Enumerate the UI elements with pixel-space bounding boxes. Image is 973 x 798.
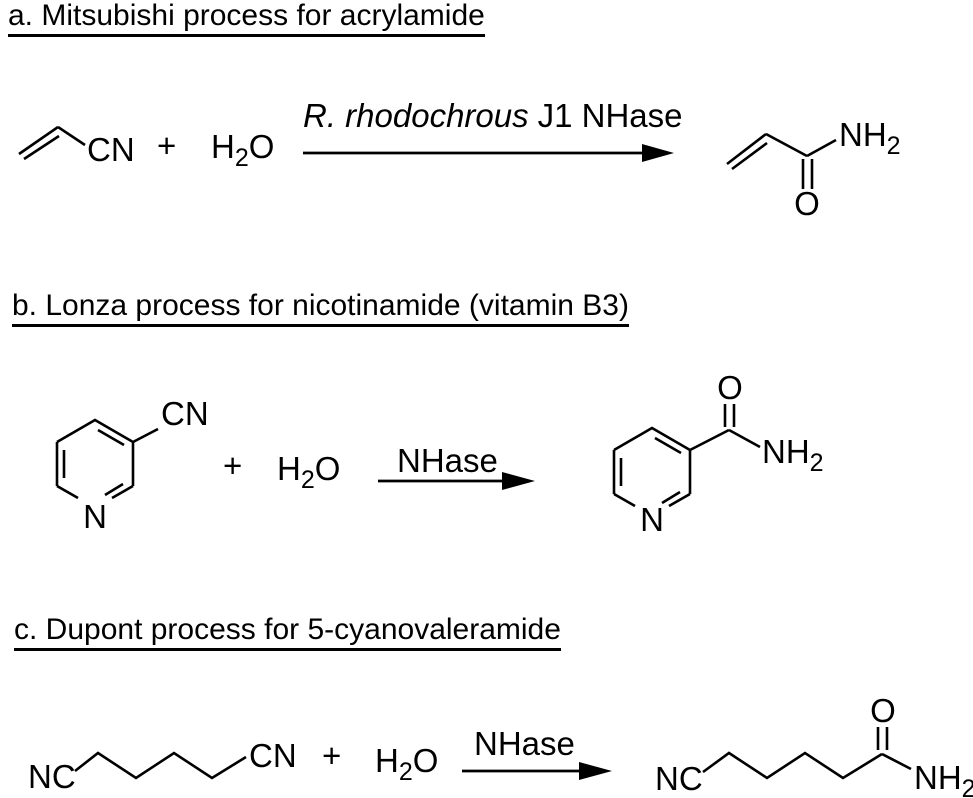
plus-sign: + [322,737,341,774]
bond-line [881,752,912,771]
bond-line [132,427,159,444]
chain-bond-path [74,751,247,780]
bond-line [668,492,691,508]
ring-nitrogen-label: N [640,501,664,538]
plus-sign: + [157,127,176,164]
water-formula: H2O [375,742,438,786]
arrow-head [502,472,535,490]
bond-line [765,132,808,158]
molecule-nicotinamide: N O NH2 [612,369,824,538]
chain-bond-path [702,751,883,780]
amide-label: NH2 [762,433,824,477]
molecule-acrylamide: O NH2 [726,116,901,222]
nitrile-label: NC [28,758,76,795]
double-bond-inner [97,428,125,447]
bond-line [23,134,60,161]
molecule-acrylonitrile: CN [18,125,135,168]
double-bond-inner [654,436,682,455]
double-bond-inner [661,490,681,505]
nitrile-label: CN [249,737,297,774]
molecule-cyanovaleramide: NC O NH2 [655,692,973,798]
section-a-title: a. Mitsubishi process for acrylamide [8,0,485,37]
nitrile-label: CN [87,131,135,168]
water-formula: H2O [277,450,340,494]
catalyst-label: NHase [397,442,498,479]
bond-line [728,428,761,449]
amide-label: NH2 [839,116,901,160]
ring-bond-path [613,426,692,494]
plus-sign: + [223,447,242,484]
bond-line [731,141,768,171]
amide-label: NH2 [914,759,973,798]
bond-line [18,125,59,156]
bond-line [806,138,837,158]
bond-line [726,132,767,166]
ring-bond-path [56,418,135,486]
carbonyl-oxygen-label: O [794,185,820,222]
bond-line [613,492,636,508]
section-c-title: c. Dupont process for 5-cyanovaleramide [14,614,561,651]
molecule-adiponitrile: NC CN [28,737,297,795]
double-bond-inner [104,482,124,497]
carbonyl-oxygen-label: O [717,369,743,406]
section-b-title: b. Lonza process for nicotinamide (vitam… [12,290,629,327]
molecule-cyanopyridine: N CN [55,395,209,535]
reaction-arrow-b: NHase [378,442,535,490]
nitrile-label: NC [655,760,703,797]
bond-line [111,484,134,500]
water-formula: H2O [211,128,274,172]
catalyst-label: NHase [474,725,575,762]
bond-line [689,428,730,452]
nitrile-label: CN [161,395,209,432]
bond-line [56,484,79,500]
arrow-head [642,144,674,162]
carbonyl-oxygen-label: O [870,692,896,729]
reaction-arrow-c: NHase [462,725,612,780]
arrow-head [579,762,612,780]
bond-line [57,125,86,147]
ring-nitrogen-label: N [83,498,107,535]
